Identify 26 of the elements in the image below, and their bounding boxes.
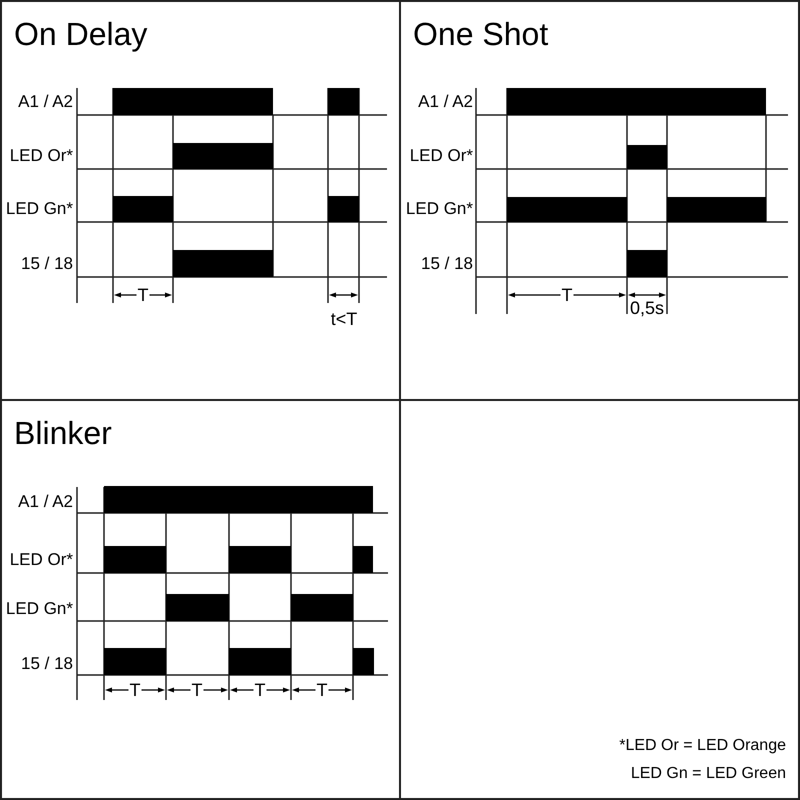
signal-name: LED Gn* <box>4 599 73 619</box>
panel-title: Blinker <box>14 414 112 453</box>
signal-name: A1 / A2 <box>417 92 473 112</box>
dimension-label: T <box>136 286 150 304</box>
signal-name: LED Or* <box>408 146 473 166</box>
footnote: *LED Or = LED Orange <box>619 736 786 756</box>
dimension-label: T <box>254 681 266 699</box>
signal-name: LED Or* <box>8 146 73 166</box>
signal-name: 15 / 18 <box>20 654 73 674</box>
signal-name: LED Gn* <box>404 199 473 219</box>
dimension-label: T <box>190 681 204 699</box>
signal-name: A1 / A2 <box>17 92 73 112</box>
signal-name: A1 / A2 <box>17 492 73 512</box>
dimension-label: T <box>560 286 574 304</box>
signal-name: LED Gn* <box>4 199 73 219</box>
dimension-label: T <box>128 681 142 699</box>
signal-name: 15 / 18 <box>420 254 473 274</box>
panel-title: One Shot <box>413 15 548 54</box>
dimension-label: 0,5s <box>628 299 666 317</box>
footnote: LED Gn = LED Green <box>630 764 786 784</box>
dimension-label: T <box>316 681 328 699</box>
signal-name: LED Or* <box>8 550 73 570</box>
signal-name: 15 / 18 <box>20 254 73 274</box>
empty-panel <box>399 399 800 800</box>
dimension-label: t<T <box>330 310 358 328</box>
panel-title: On Delay <box>14 15 148 54</box>
